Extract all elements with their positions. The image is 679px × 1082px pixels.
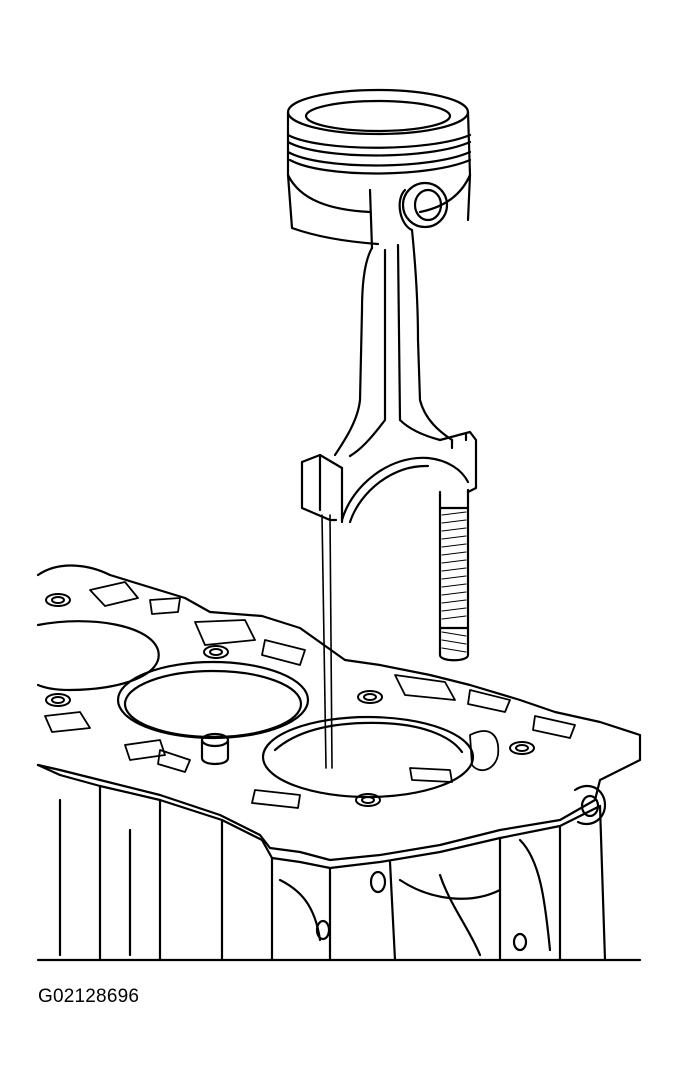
alignment-line <box>321 514 333 769</box>
coolant-passages <box>44 581 576 809</box>
connecting-rod <box>300 228 478 662</box>
bolt-holes <box>45 593 535 807</box>
locating-dowel <box>200 732 230 766</box>
rod-bolt-threads <box>441 511 467 653</box>
piston <box>286 88 472 250</box>
engine-block <box>36 564 642 962</box>
cylinder-bores <box>36 620 475 799</box>
figure-id-label: G02128696 <box>38 986 140 1007</box>
